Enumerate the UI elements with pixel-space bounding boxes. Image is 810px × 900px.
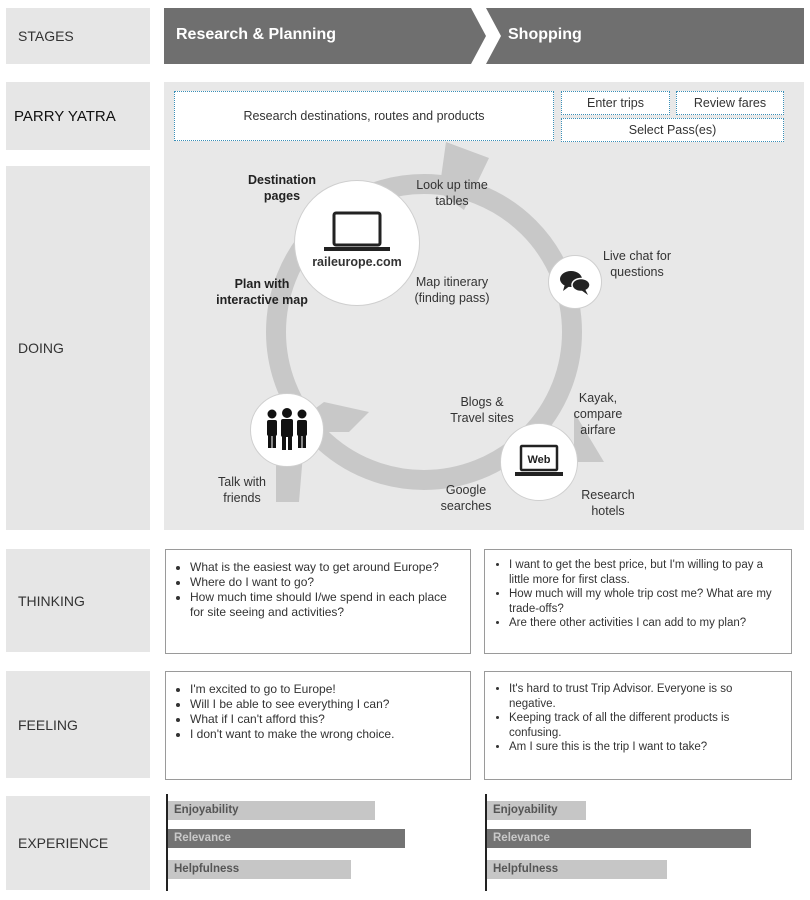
experience-bar-enjoyability: Enjoyability bbox=[487, 801, 586, 820]
experience-label: EXPERIENCE bbox=[6, 796, 150, 890]
plan-map-label: Plan with interactive map bbox=[216, 277, 308, 307]
stage-shopping-label: Shopping bbox=[508, 26, 582, 43]
feeling-research-item: Will I be able to see everything I can? bbox=[190, 697, 460, 712]
raileurope-node: raileurope.com bbox=[294, 180, 420, 306]
experience-bar-relevance: Relevance bbox=[168, 829, 405, 848]
cycle-arrow-top bbox=[439, 142, 489, 210]
chat-bubbles-icon bbox=[560, 271, 591, 295]
destination-pages-label: Destination pages bbox=[247, 173, 317, 203]
feeling-research-item: I don't want to make the wrong choice. bbox=[190, 727, 460, 742]
thinking-research-item: What is the easiest way to get around Eu… bbox=[190, 560, 460, 575]
thinking-label: THINKING bbox=[6, 549, 150, 652]
friends-node bbox=[250, 393, 324, 467]
thinking-shopping-item: Are there other activities I can add to … bbox=[509, 616, 781, 631]
blogs-label: Blogs & Travel sites bbox=[450, 395, 514, 425]
google-label: Google searches bbox=[440, 483, 492, 513]
cycle-ring bbox=[266, 174, 582, 490]
live-chat-label: Live chat for questions bbox=[602, 249, 672, 279]
experience-bar-helpfulness: Helpfulness bbox=[487, 860, 667, 879]
web-label: Web bbox=[527, 454, 551, 466]
map-itinerary-label: Map itinerary (finding pass) bbox=[414, 275, 490, 305]
laptop-icon bbox=[324, 211, 390, 251]
stage-arrow-research bbox=[164, 8, 486, 64]
web-laptop-icon bbox=[515, 444, 563, 476]
feeling-research-item: I'm excited to go to Europe! bbox=[190, 682, 460, 697]
select-pass-box: Select Pass(es) bbox=[561, 118, 784, 142]
doing-label: DOING bbox=[6, 166, 150, 530]
thinking-research-item: Where do I want to go? bbox=[190, 575, 460, 590]
kayak-label: Kayak, compare airfare bbox=[573, 391, 623, 437]
enter-trips-box: Enter trips bbox=[561, 91, 670, 115]
thinking-shopping-item: I want to get the best price, but I'm wi… bbox=[509, 558, 781, 587]
persona-label: PARRY YATRA bbox=[6, 82, 150, 150]
people-icon bbox=[267, 408, 307, 450]
thinking-research-box: What is the easiest way to get around Eu… bbox=[165, 549, 471, 654]
look-up-label: Look up time tables bbox=[416, 178, 488, 208]
thinking-shopping-item: How much will my whole trip cost me? Wha… bbox=[509, 587, 781, 616]
feeling-label: FEELING bbox=[6, 671, 150, 778]
experience-bar-enjoyability: Enjoyability bbox=[168, 801, 375, 820]
research-box: Research destinations, routes and produc… bbox=[174, 91, 554, 141]
experience-axis-research bbox=[166, 794, 168, 891]
stage-arrow-shopping bbox=[486, 8, 804, 64]
feeling-shopping-item: Am I sure this is the trip I want to tak… bbox=[509, 740, 781, 755]
thinking-shopping-box: I want to get the best price, but I'm wi… bbox=[484, 549, 792, 654]
experience-bar-helpfulness: Helpfulness bbox=[168, 860, 351, 879]
feeling-shopping-item: Keeping track of all the different produ… bbox=[509, 711, 781, 740]
feeling-shopping-box: It's hard to trust Trip Advisor. Everyon… bbox=[484, 671, 792, 780]
chat-node bbox=[548, 255, 602, 309]
thinking-research-item: How much time should I/we spend in each … bbox=[190, 590, 460, 620]
feeling-research-box: I'm excited to go to Europe! Will I be a… bbox=[165, 671, 471, 780]
cycle-arrow-right bbox=[574, 412, 604, 462]
stage-research-label: Research & Planning bbox=[176, 26, 337, 43]
experience-axis-shopping bbox=[485, 794, 487, 891]
web-node: Web bbox=[500, 423, 578, 501]
feeling-shopping-item: It's hard to trust Trip Advisor. Everyon… bbox=[509, 682, 781, 711]
feeling-research-item: What if I can't afford this? bbox=[190, 712, 460, 727]
talk-friends-label: Talk with friends bbox=[218, 475, 266, 505]
stages-label: STAGES bbox=[6, 8, 150, 64]
research-hotels-label: Research hotels bbox=[581, 488, 635, 518]
stage-arrows bbox=[164, 8, 804, 64]
review-fares-box: Review fares bbox=[676, 91, 784, 115]
experience-bar-relevance: Relevance bbox=[487, 829, 751, 848]
raileurope-label: raileurope.com bbox=[312, 255, 402, 269]
